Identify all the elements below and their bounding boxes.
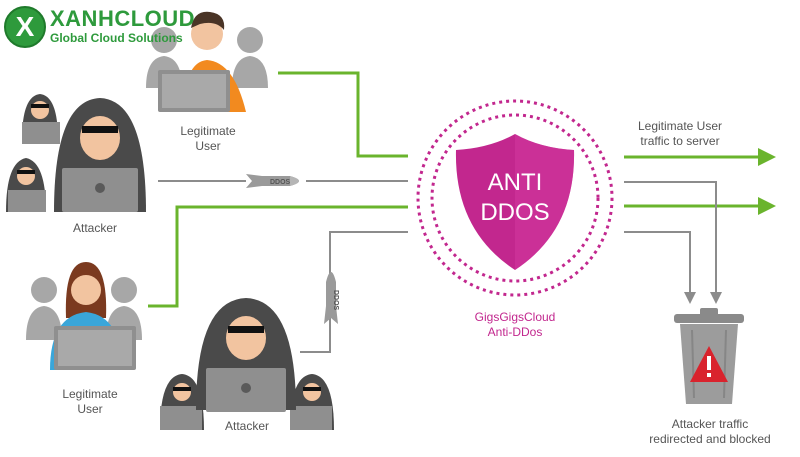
- brand-name: XANHCLOUD: [50, 6, 196, 31]
- attacker-group-left: [6, 94, 146, 212]
- anti-ddos-shield-icon: [416, 99, 614, 297]
- shield-text-line1: ANTI: [488, 169, 543, 196]
- logo-x-icon: X: [4, 6, 46, 48]
- legit-flow-lines: [148, 71, 776, 308]
- ddos-missile-icon-vertical: [324, 272, 338, 324]
- legit-user-bottom-label: Legitimate User: [62, 387, 118, 416]
- brand-tagline: Global Cloud Solutions: [50, 31, 183, 45]
- legit-user-top-label: Legitimate User: [180, 124, 236, 153]
- attacker-group-bottom: [160, 298, 334, 430]
- legit-user-group-top: [146, 11, 268, 112]
- warning-icon: [690, 346, 728, 382]
- shield-text-line2: DDOS: [480, 199, 549, 226]
- attacker-bottom-label: Attacker: [224, 419, 269, 433]
- service-name-label: GigsGigsCloud Anti-DDos: [474, 310, 556, 339]
- attacker-left-label: Attacker: [72, 221, 117, 235]
- legit-traffic-label: Legitimate User traffic to server: [637, 119, 723, 148]
- missile-tag-horizontal: DDOS: [270, 179, 291, 186]
- legit-user-group-bottom: [26, 262, 142, 370]
- blocked-traffic-label: Attacker traffic redirected and blocked: [649, 417, 771, 446]
- ddos-missile-icon: [246, 174, 299, 188]
- missile-tag-vertical: DDOS: [332, 290, 339, 311]
